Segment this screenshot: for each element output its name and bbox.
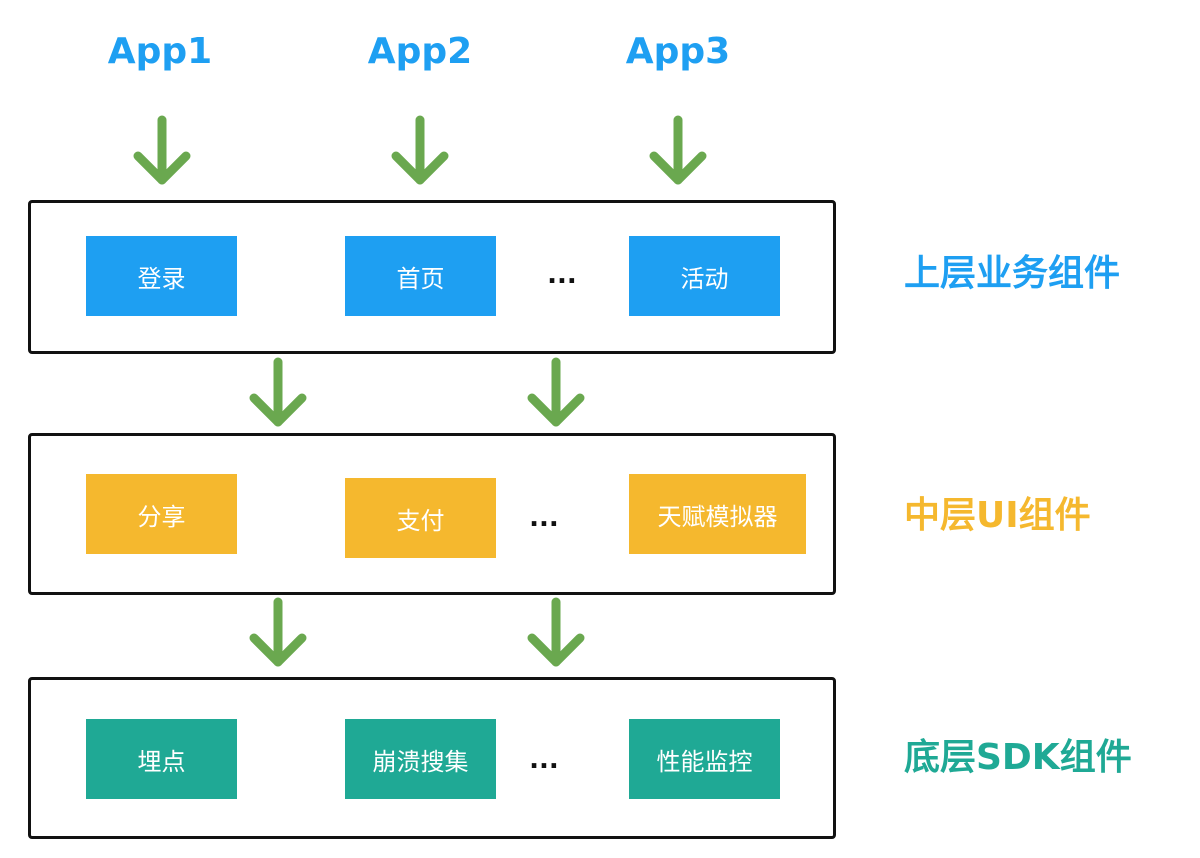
middle-layer-frame: [28, 433, 836, 595]
upper-ellipsis: ...: [547, 260, 577, 290]
bottom-layer-label: 底层SDK组件: [904, 737, 1132, 778]
arrow-down-icon: [249, 357, 307, 427]
arrow-down-icon: [249, 597, 307, 667]
arrow-down-icon: [527, 597, 585, 667]
upper-layer-frame: [28, 200, 836, 354]
bottom-layer-frame: [28, 677, 836, 839]
arrow-down-icon: [133, 115, 191, 185]
bottom-component-box: 崩溃搜集: [345, 719, 496, 799]
app-label-3: App3: [625, 31, 731, 72]
bottom-component-box: 性能监控: [629, 719, 780, 799]
upper-layer-label: 上层业务组件: [904, 253, 1121, 294]
middle-layer-label: 中层UI组件: [904, 495, 1091, 536]
arrow-down-icon: [527, 357, 585, 427]
middle-ellipsis: ...: [529, 503, 559, 533]
middle-component-box: 天赋模拟器: [629, 474, 806, 554]
bottom-ellipsis: ...: [529, 745, 559, 775]
middle-component-box: 支付: [345, 478, 496, 558]
middle-component-box: 分享: [86, 474, 237, 554]
upper-component-box: 活动: [629, 236, 780, 316]
arrow-down-icon: [649, 115, 707, 185]
bottom-component-box: 埋点: [86, 719, 237, 799]
upper-component-box: 首页: [345, 236, 496, 316]
app-label-1: App1: [107, 31, 213, 72]
upper-component-box: 登录: [86, 236, 237, 316]
app-label-2: App2: [367, 31, 473, 72]
arrow-down-icon: [391, 115, 449, 185]
